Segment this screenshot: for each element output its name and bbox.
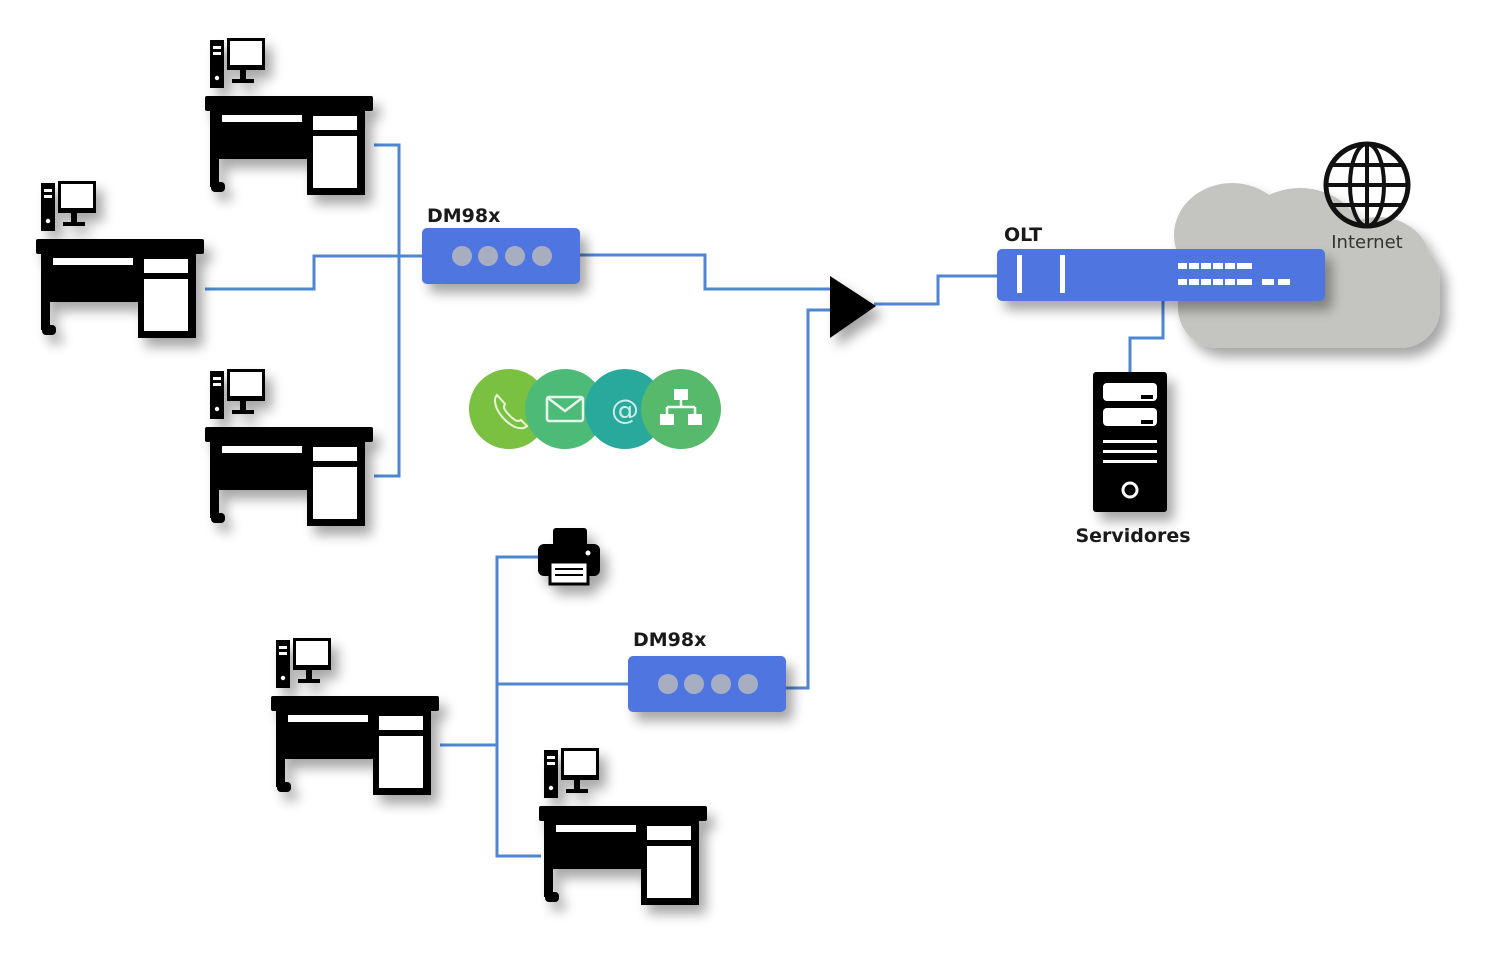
globe-icon	[1323, 141, 1411, 229]
network-icon	[641, 369, 721, 449]
switch-bottom	[628, 656, 786, 712]
at-icon: @	[585, 369, 665, 449]
switch-top-label: DM98x	[427, 205, 500, 227]
server-tower-icon	[1093, 372, 1167, 512]
printer-icon	[538, 528, 600, 586]
service-icons: @	[469, 369, 721, 449]
switch-top	[422, 228, 580, 284]
link-olt-to-server	[1128, 300, 1165, 372]
svg-text:@: @	[611, 393, 639, 426]
internet-label: Internet	[1331, 232, 1402, 253]
connection-lines	[205, 143, 1165, 858]
olt-device	[997, 249, 1325, 301]
phone-icon	[469, 369, 549, 449]
switch-bottom-label: DM98x	[633, 629, 706, 651]
workstation-bottom-right	[539, 748, 707, 905]
link-desk-top-to-bus	[374, 143, 401, 478]
link-desk-mid-to-switch-top	[205, 254, 424, 291]
mail-icon	[525, 369, 605, 449]
link-switch-bottom-to-splitter	[786, 308, 832, 690]
servers-label: Servidores	[1075, 525, 1190, 547]
workstation-middle-left	[36, 181, 204, 338]
triangle-splitter-icon	[830, 276, 876, 338]
link-bottom-bus	[495, 555, 541, 858]
link-switch-top-to-splitter	[578, 253, 832, 291]
olt-label: OLT	[1004, 224, 1042, 246]
workstation-bottom-left	[271, 638, 439, 795]
workstation-top	[205, 38, 373, 195]
link-splitter-to-olt	[874, 274, 998, 306]
workstation-upper-bottom	[205, 369, 373, 526]
